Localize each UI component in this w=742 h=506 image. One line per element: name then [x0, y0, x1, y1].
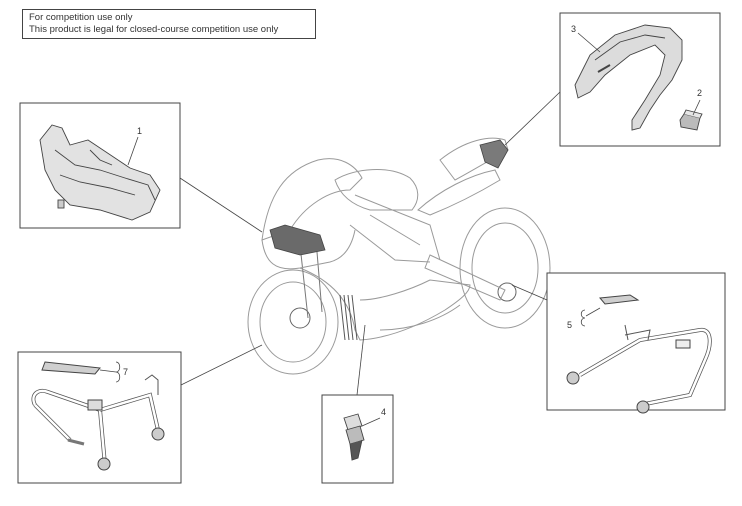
radiator — [339, 294, 358, 341]
callout-5: 5 — [567, 320, 573, 330]
part-2-plug — [679, 109, 703, 131]
part-4-fitting — [343, 413, 365, 461]
tail-section — [439, 137, 509, 181]
windscreen — [261, 158, 363, 241]
leader-lines — [99, 32, 701, 427]
part-7-front-stand — [31, 361, 165, 471]
callout-3: 3 — [571, 24, 577, 34]
tail-highlight — [479, 139, 509, 169]
part-1-headlight-support — [39, 124, 161, 221]
frame — [349, 194, 441, 263]
callout-4: 4 — [381, 407, 387, 417]
rear-hub — [497, 282, 517, 302]
motorcycle-illustration — [247, 137, 551, 375]
notice-line-2: This product is legal for closed-course … — [29, 24, 279, 35]
notice-line-1: For competition use only — [29, 12, 133, 23]
callout-7: 7 — [123, 367, 129, 377]
seat — [417, 169, 501, 216]
lower-fairing — [299, 267, 471, 341]
rear-rim — [471, 222, 539, 314]
swingarm — [424, 254, 506, 301]
part-5-rear-stand — [566, 294, 712, 414]
rear-wheel — [459, 207, 551, 329]
exhaust — [379, 304, 461, 331]
competition-notice: For competition use only This product is… — [22, 9, 316, 39]
front-rim — [259, 281, 327, 363]
callout-1: 1 — [137, 126, 143, 136]
brake-disc — [289, 307, 311, 329]
callout-2: 2 — [697, 88, 703, 98]
front-fairing — [261, 229, 356, 270]
fuel-tank — [334, 169, 419, 211]
headlight-support-highlight — [269, 224, 326, 256]
front-wheel — [247, 269, 339, 375]
part-3-seat-cover — [574, 24, 683, 131]
